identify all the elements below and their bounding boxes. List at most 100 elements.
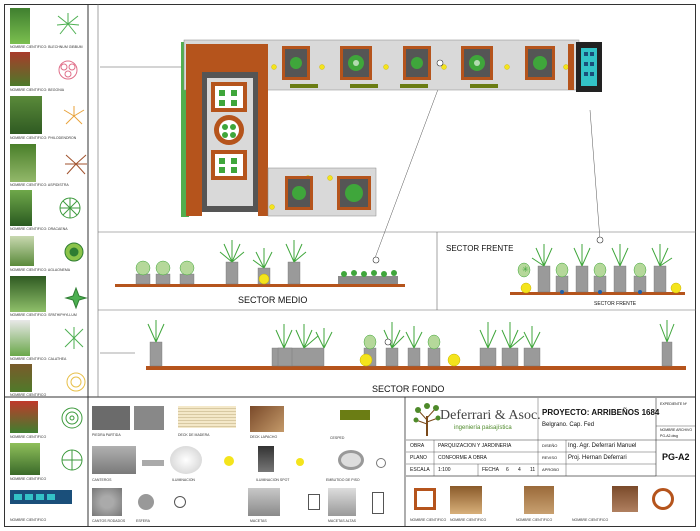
material-label: CANTEROS	[92, 478, 112, 482]
plant-legend-label: NOMBRE CIENTIFICO: BEGONIA	[10, 88, 65, 92]
material-label: CESPED	[330, 436, 345, 440]
material-swatch	[92, 488, 122, 516]
plant-symbol-icon	[64, 327, 84, 349]
sector-fondo-elevation	[146, 320, 686, 370]
spot-light-icon	[258, 446, 274, 472]
plant-legend-label: NOMBRE CIENTIFICO: AGLAONEMA	[10, 268, 71, 272]
planter-symbol-icon	[414, 488, 436, 510]
sector-frente-caption: SECTOR FRENTE	[594, 301, 637, 307]
plant-photo	[10, 236, 34, 266]
reviso-value: Proj. Hernan Deferrari	[568, 455, 627, 461]
tall-pot-swatch	[328, 488, 356, 516]
material-swatch	[134, 406, 164, 430]
material-swatch	[340, 410, 370, 420]
plano-value: CONFORME A OBRA	[438, 455, 487, 461]
light-dot-icon	[224, 456, 234, 466]
company-name: Deferrari & Asoc.	[440, 408, 541, 423]
plant-photo	[10, 52, 30, 86]
material-swatch	[92, 406, 130, 430]
title-material-label: NOMBRE CIENTIFICO	[450, 518, 487, 522]
sphere-symbol-icon	[174, 496, 186, 508]
bottom-legend-label: NOMBRE CIENTIFICO	[10, 477, 47, 481]
material-label: MACETAS ALTAS	[328, 519, 357, 523]
planter-photo	[612, 486, 638, 512]
water-channel-symbol	[10, 490, 72, 504]
sphere-icon	[138, 494, 154, 510]
plant-symbol-icon	[63, 106, 85, 125]
material-label: MACETAS	[250, 519, 267, 523]
planter-photo	[524, 486, 554, 514]
material-swatch	[92, 446, 136, 474]
floor-light-icon	[338, 450, 364, 470]
material-swatch	[142, 460, 164, 466]
reviso-label: REVISO	[542, 455, 558, 460]
diseno-label: DISEÑO	[542, 443, 558, 448]
materials-legend: PIEDRA PARTIDA DECK DE MADERA DECK LAPAC…	[90, 398, 404, 526]
material-label: EMBUTIDO DE PISO	[326, 478, 360, 482]
title-material-label: NOMBRE CIENTIFICO	[410, 518, 447, 522]
sector-medio-elevation	[115, 240, 405, 287]
material-label: CANTOS RODADOS	[92, 519, 126, 523]
material-label: ILUMINACION	[172, 478, 195, 482]
floor-light-symbol-icon	[376, 458, 386, 468]
sector-fondo-title: SECTOR FONDO	[372, 384, 445, 394]
sheet-number: PG-A2	[662, 452, 690, 462]
planter-photo	[450, 486, 482, 514]
plant-legend-label: NOMBRE CIENTIFICO: SPATHIPHYLLUM	[10, 313, 77, 317]
title-material-label: NOMBRE CIENTIFICO	[516, 518, 553, 522]
obra-value: PARQUIZACION Y JARDINERIA	[438, 443, 512, 449]
plant-symbol-icon	[61, 407, 83, 429]
fecha-month: 4	[518, 467, 521, 473]
sector-frente-plant-icon: ✳	[522, 265, 529, 274]
logo-tree-icon	[413, 403, 441, 436]
plant-symbol-icon	[65, 154, 87, 175]
plant-legend-label: NOMBRE CIENTIFICO: ASPIDISTRA	[10, 183, 69, 187]
title-block: Deferrari & Asoc. ingeniería paisajístic…	[406, 398, 696, 527]
material-label: DECK DE MADERA	[178, 433, 210, 437]
material-label: ILUMINACION SPOT	[256, 478, 290, 482]
plan-view	[181, 39, 602, 217]
plant-photo	[10, 144, 36, 182]
sector-frente-title: SECTOR FRENTE	[446, 244, 514, 253]
aprobo-label: APROBO	[542, 467, 560, 472]
plant-legend-label: NOMBRE CIENTIFICO: CALATHEA	[10, 357, 67, 361]
pot-symbol-icon	[308, 494, 320, 510]
plant-symbol-icon	[59, 197, 81, 219]
expediente-label: EXPEDIENTE Nº	[660, 402, 687, 406]
sector-medio-title: SECTOR MEDIO	[238, 295, 308, 305]
archivo-label: NOMBRE ARCHIVO	[660, 428, 693, 432]
bottom-legend: NOMBRE CIENTIFICO NOMBRE CIENTIFICO NOMB…	[6, 398, 88, 526]
round-planter-symbol-icon	[652, 488, 674, 510]
plant-legend-label: NOMBRE CIENTIFICO: BLECHNUM GIBBUM	[10, 45, 83, 49]
material-label: ESFERA	[136, 519, 151, 523]
plant-photo	[10, 276, 46, 312]
globe-light-icon	[170, 446, 202, 474]
plant-symbol-icon	[61, 449, 83, 471]
plant-legend-label: NOMBRE CIENTIFICO: PHILODENDRON	[10, 136, 77, 140]
fecha-label: FECHA	[482, 467, 499, 473]
archivo-value: PG-A2.dwg	[660, 434, 678, 438]
title-material-label: NOMBRE CIENTIFICO	[572, 518, 609, 522]
plant-photo	[10, 8, 30, 44]
material-label: PIEDRA PARTIDA	[92, 433, 121, 437]
sector-frente-elevation	[510, 236, 685, 295]
tall-pot-symbol-icon	[372, 492, 384, 514]
material-swatch	[178, 406, 236, 428]
plano-label: PLANO	[410, 455, 427, 461]
bottom-legend-label: NOMBRE CIENTIFICO	[10, 435, 47, 439]
plant-legend-label: NOMBRE CIENTIFICO: DRACAENA	[10, 227, 68, 231]
plant-symbol-icon	[56, 13, 80, 35]
plant-photo	[10, 96, 42, 134]
plant-legend-label: NOMBRE CIENTIFICO	[10, 393, 47, 397]
light-dot-icon	[296, 458, 304, 466]
plant-photo	[10, 320, 30, 356]
escala-value: 1:100	[438, 467, 451, 473]
fecha-year: 11	[530, 467, 536, 473]
plant-symbol-icon	[66, 372, 86, 392]
plant-photo	[10, 190, 32, 226]
title-block-grid	[406, 398, 696, 477]
plant-legend: NOMBRE CIENTIFICO: BLECHNUM GIBBUM NOMBR…	[6, 6, 88, 397]
plant-photo	[10, 443, 40, 475]
plant-photo	[10, 401, 38, 433]
